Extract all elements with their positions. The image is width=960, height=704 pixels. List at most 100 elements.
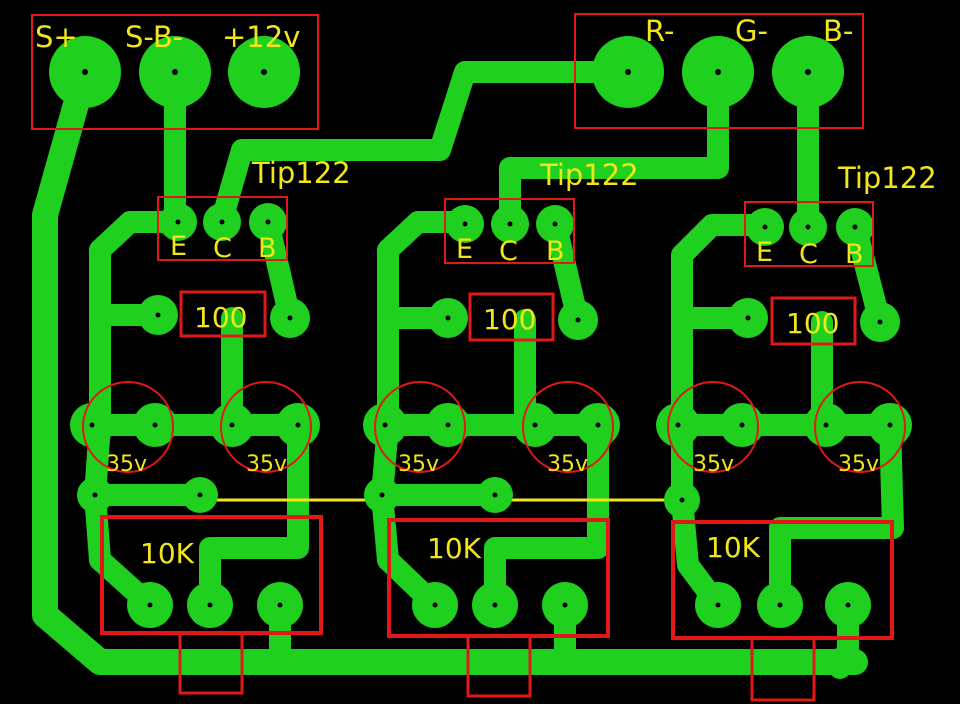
trace-r-c1 — [211, 61, 639, 231]
capacitor-2b-outline — [522, 381, 614, 473]
c3a-pad-1-drill-hole — [675, 422, 681, 428]
label-plus-12v: +12v — [222, 20, 300, 54]
label-g-minus: G- — [735, 14, 768, 48]
c3b-pad-2-drill-hole — [887, 422, 893, 428]
label-cap-1b: 35v — [246, 452, 287, 477]
copper-pads — [49, 36, 912, 628]
t2-pad-c-drill-hole — [507, 221, 513, 227]
t3-pad-c-drill-hole — [805, 224, 811, 230]
pot3-pad-1-drill-hole — [715, 602, 721, 608]
t2-pad-e-drill-hole — [462, 221, 468, 227]
r3-pad-left-drill-hole — [745, 315, 751, 321]
c1a-pad-2-drill-hole — [152, 422, 158, 428]
label-cap-2b: 35v — [547, 452, 588, 477]
label-trimmer-1: 10K — [140, 537, 195, 570]
ch2-pad-mid-right-drill-hole — [492, 492, 498, 498]
trace-g-c2 — [499, 61, 729, 233]
resistor-3-outline — [770, 296, 857, 346]
trace-main-loop — [32, 59, 868, 675]
ch2-pad-mid-left-drill-hole — [379, 492, 385, 498]
c2a-pad-1-drill-hole — [382, 422, 388, 428]
transistor-2-outline — [444, 198, 575, 264]
trace-ch2-e-left — [377, 211, 476, 436]
pot1-pad-1-drill-hole — [147, 602, 153, 608]
label-t1-e: E — [170, 231, 187, 262]
capacitor-1a-outline — [82, 381, 174, 473]
label-t3-c: C — [799, 239, 818, 270]
capacitor-2a-outline — [374, 381, 466, 473]
label-t1-c: C — [213, 233, 232, 264]
capacitor-3b-outline — [814, 381, 906, 473]
c1a-pad-1-drill-hole — [89, 422, 95, 428]
ch1-pad-mid-left-drill-hole — [92, 492, 98, 498]
c2b-pad-1-drill-hole — [532, 422, 538, 428]
pot1-pad-3-drill-hole — [277, 602, 283, 608]
r3-pad-right-drill-hole — [877, 319, 883, 325]
input-pad-12v-drill-hole — [261, 69, 267, 75]
label-resistor-1: 100 — [194, 301, 247, 334]
label-transistor-1: Tip122 — [251, 156, 351, 190]
label-cap-1a: 35v — [106, 452, 147, 477]
label-t3-b: B — [845, 239, 864, 270]
output-pad-r-drill-hole — [625, 69, 631, 75]
r2-pad-left-drill-hole — [445, 315, 451, 321]
input-pad-s-plus-drill-hole — [82, 69, 88, 75]
label-t2-e: E — [456, 234, 473, 265]
label-b-minus: B- — [823, 14, 853, 48]
trace-ch1-pot-wiper — [199, 414, 309, 616]
trimmer-1-tab — [178, 631, 244, 695]
trimmer-2-tab — [466, 634, 532, 698]
trace-ch1-e-left — [89, 211, 189, 436]
label-resistor-2: 100 — [483, 303, 536, 336]
label-transistor-2: Tip122 — [539, 158, 639, 192]
c1b-pad-2-drill-hole — [295, 422, 301, 428]
label-t2-c: C — [499, 236, 518, 267]
t2-pad-b-drill-hole — [552, 221, 558, 227]
t1-pad-b-drill-hole — [265, 219, 271, 225]
pot2-pad-1-drill-hole — [432, 602, 438, 608]
output-connector-outline — [574, 13, 864, 129]
trimmer-3-tab — [750, 636, 816, 702]
label-s-plus: S+ — [35, 20, 78, 54]
c2a-pad-2-drill-hole — [445, 422, 451, 428]
resistor-1-outline — [179, 290, 267, 338]
output-pad-b-drill-hole — [805, 69, 811, 75]
capacitor-1b-outline — [220, 381, 312, 473]
t1-pad-c-drill-hole — [219, 219, 225, 225]
ch1-pad-mid-right-drill-hole — [197, 492, 203, 498]
label-cap-3b: 35v — [838, 452, 879, 477]
label-resistor-3: 100 — [786, 307, 839, 340]
r2-pad-right-drill-hole — [575, 317, 581, 323]
trace-ch2-pot-wiper — [484, 414, 609, 616]
t1-pad-e-drill-hole — [175, 219, 181, 225]
pot3-pad-2-drill-hole — [777, 602, 783, 608]
transistor-1-outline — [157, 196, 288, 261]
c3b-pad-1-drill-hole — [823, 422, 829, 428]
label-t3-e: E — [756, 237, 773, 268]
label-r-minus: R- — [645, 14, 674, 48]
label-s-b-minus: S-B- — [125, 20, 183, 54]
pot2-pad-3-drill-hole — [562, 602, 568, 608]
trace-ch3-e-left — [671, 214, 776, 436]
label-transistor-3: Tip122 — [837, 161, 937, 195]
label-t2-b: B — [546, 236, 565, 267]
label-cap-3a: 35v — [693, 452, 734, 477]
component-outlines — [31, 13, 906, 702]
label-trimmer-3: 10K — [706, 531, 761, 564]
c1b-pad-1-drill-hole — [229, 422, 235, 428]
r1-pad-left-drill-hole — [155, 312, 161, 318]
r1-pad-right-drill-hole — [287, 315, 293, 321]
transistor-3-outline — [744, 201, 874, 267]
label-t1-b: B — [258, 233, 277, 264]
pot1-pad-2-drill-hole — [207, 602, 213, 608]
input-connector-outline — [31, 14, 319, 130]
c2b-pad-2-drill-hole — [595, 422, 601, 428]
pot3-pad-3-drill-hole — [845, 602, 851, 608]
t3-pad-b-drill-hole — [852, 224, 858, 230]
t3-pad-e-drill-hole — [762, 224, 768, 230]
pot2-pad-2-drill-hole — [492, 602, 498, 608]
label-cap-2a: 35v — [398, 452, 439, 477]
c3a-pad-2-drill-hole — [739, 422, 745, 428]
output-pad-g-drill-hole — [715, 69, 721, 75]
